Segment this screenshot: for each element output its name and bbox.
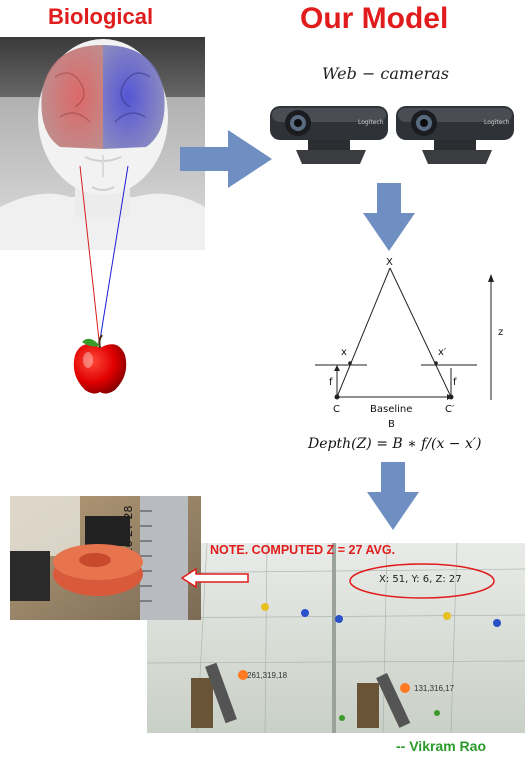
computed-z-note: NOTE. COMPUTED Z = 27 AVG.: [210, 543, 396, 557]
arrow-left-icon: [180, 567, 249, 589]
biological-title: Biological: [48, 4, 154, 29]
baseline-symbol: B: [388, 419, 395, 430]
svg-text:Logitech: Logitech: [358, 119, 384, 126]
webcam-right-icon: Logitech: [396, 106, 514, 164]
webcam-label: Web − cameras: [322, 64, 449, 83]
arrow-right-icon: [180, 130, 272, 188]
left-image-point-label: x: [341, 347, 347, 358]
right-image-point-label: x′: [438, 347, 447, 358]
left-focal-label: f: [329, 377, 333, 388]
right-focal-label: f: [453, 377, 457, 388]
our-model-title: Our Model: [300, 2, 449, 35]
author-credit: -- Vikram Rao: [396, 738, 486, 754]
depth-equation: Depth(Z) = B ∗ f/(x − x′): [308, 436, 482, 452]
right-point-label: 131,316,17: [414, 684, 455, 693]
z-axis-label: z: [498, 327, 503, 338]
left-point-label: 261,319,18: [247, 671, 288, 680]
head-illustration: [0, 37, 205, 250]
arrow-down-icon: [363, 183, 415, 251]
webcams-illustration: Logitech Logitech: [270, 106, 514, 164]
apple-icon: [73, 334, 127, 394]
baseline-label: Baseline: [370, 404, 412, 415]
right-center-label: C′: [445, 404, 455, 415]
sight-lines: [79, 165, 129, 341]
coordinate-readout: X: 51, Y: 6, Z: 27: [379, 574, 462, 585]
stereo-geometry-diagram: X x x′ f f C C′ Baseline B z: [315, 257, 503, 430]
left-center-label: C: [333, 404, 340, 415]
ruler-measurement-photo: 25 26 27 28: [10, 496, 201, 620]
point-x-label: X: [386, 257, 393, 268]
webcam-left-icon: Logitech: [270, 106, 388, 164]
svg-text:Logitech: Logitech: [484, 119, 510, 126]
arrow-down-icon: [367, 462, 419, 530]
